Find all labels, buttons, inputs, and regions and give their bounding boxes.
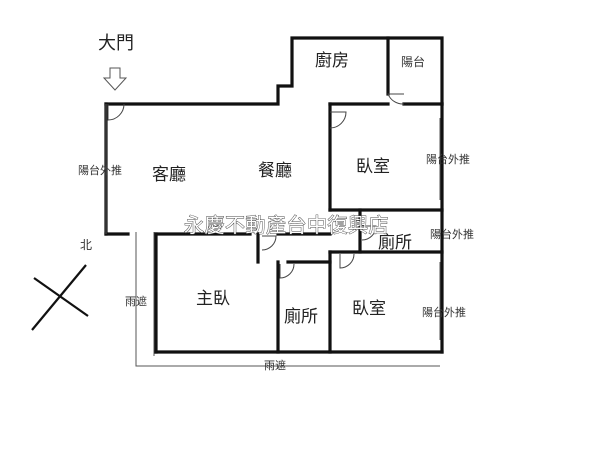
bath-lower-label: 廁所: [284, 306, 318, 327]
bath-small-label: 廁所: [378, 232, 412, 253]
north-label: 北: [80, 238, 92, 252]
balcony-out-right-top-label: 陽台外推: [426, 152, 470, 166]
balcony-out-right-mid-label: 陽台外推: [430, 227, 474, 241]
awning-bottom-label: 雨遮: [264, 358, 286, 372]
kitchen-label: 廚房: [315, 50, 349, 71]
north-compass-icon: [31, 264, 89, 331]
bedroom-lower-label: 臥室: [352, 299, 386, 319]
master-bedroom-label: 主臥: [196, 289, 230, 309]
door-swings: [107, 93, 405, 279]
walls: [104, 36, 444, 354]
balcony-out-left-label: 陽台外推: [78, 163, 122, 177]
watermark-text: 永慶不動產台中復興店: [184, 213, 389, 237]
balcony-top-label: 陽台: [401, 54, 425, 69]
dining-room-label: 餐廳: [258, 161, 292, 181]
entrance-label: 大門: [98, 33, 134, 54]
balcony-push-lines: [105, 104, 441, 340]
bedroom-upper-label: 臥室: [356, 157, 390, 177]
balcony-out-right-bottom-label: 陽台外推: [422, 305, 466, 319]
awning-outline: [135, 232, 440, 367]
entrance-arrow-icon: [102, 67, 128, 91]
awning-left-label: 雨遮: [125, 294, 147, 308]
living-room-label: 客廳: [152, 165, 186, 185]
